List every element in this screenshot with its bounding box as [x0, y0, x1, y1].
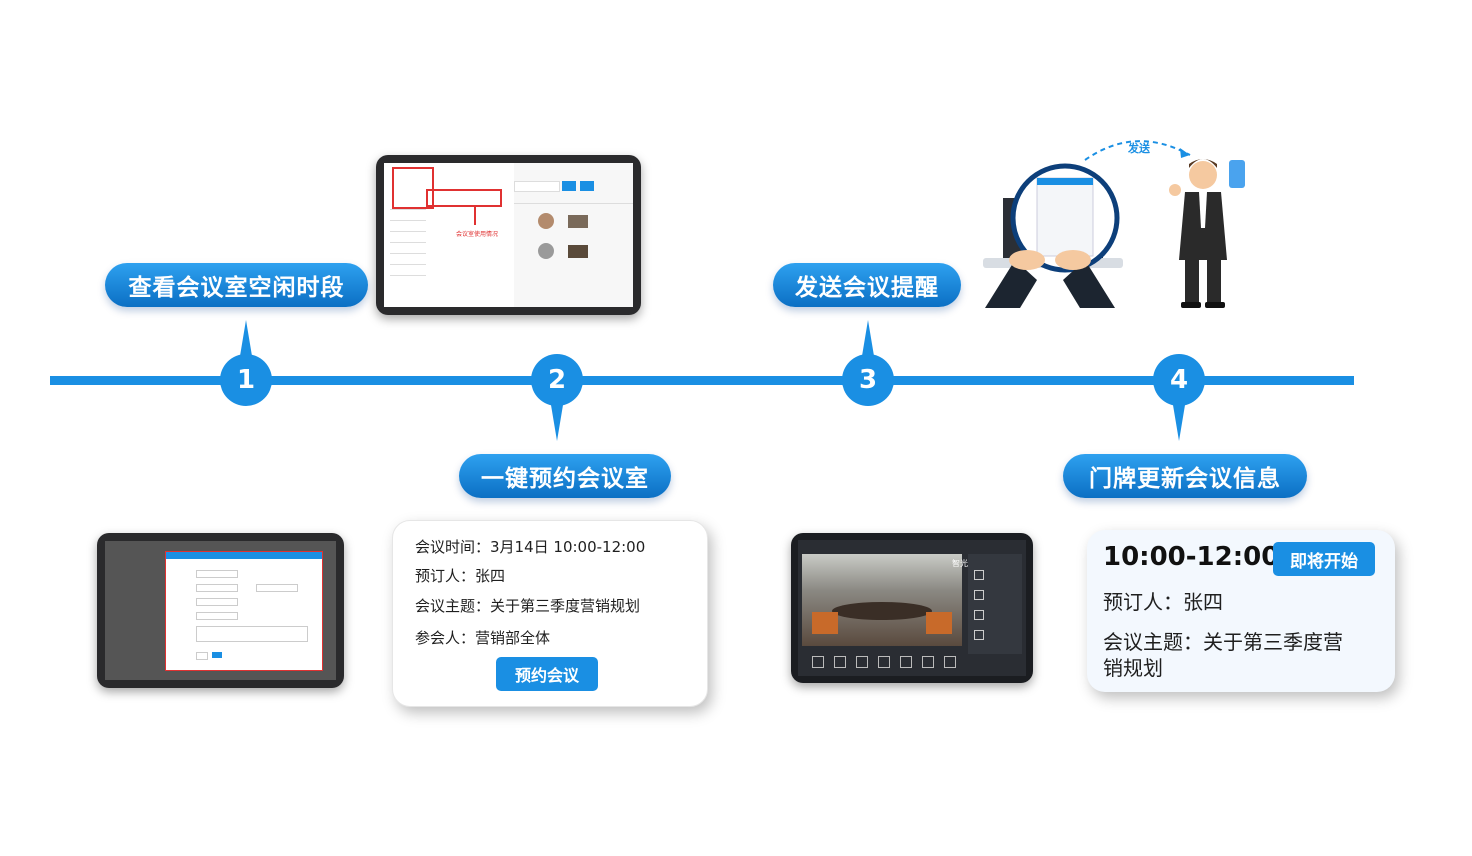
door-sign-subject-line1: 会议主题：关于第三季度营 — [1103, 630, 1343, 654]
right-sleeve — [1063, 260, 1115, 308]
send-arrow — [1084, 140, 1191, 161]
man-leg-left — [1185, 260, 1199, 302]
usage-annotation: 会议室使用情况 — [456, 231, 499, 238]
control-icon[interactable] — [974, 570, 984, 580]
dialog-field[interactable] — [196, 612, 238, 620]
booking-card: 会议时间：3月14日 10:00-12:00 预订人：张四 会议主题：关于第三季… — [392, 520, 708, 707]
room-thumbnail — [568, 245, 588, 258]
control-icon[interactable] — [974, 630, 984, 640]
control-icon[interactable] — [856, 656, 868, 668]
magnified-form — [1036, 177, 1094, 257]
new-button[interactable] — [580, 181, 594, 191]
dialog-header — [166, 552, 322, 559]
room-panel-title: 智光 — [952, 559, 968, 568]
send-label: 发送 — [1128, 142, 1150, 155]
man-head — [1189, 161, 1217, 189]
chairs-left — [812, 612, 838, 634]
step-4-number: 4 — [1169, 365, 1189, 395]
avatar — [538, 243, 554, 259]
availability-tablet: 会议室使用情况 — [376, 155, 641, 315]
control-icon[interactable] — [878, 656, 890, 668]
booking-dialog — [165, 551, 323, 671]
control-icon[interactable] — [974, 590, 984, 600]
dialog-field[interactable] — [256, 584, 298, 592]
step-4-node: 4 — [1153, 354, 1205, 406]
control-icon[interactable] — [974, 610, 984, 620]
booking-subject: 会议主题：关于第三季度营销规划 — [415, 597, 641, 615]
timeline-line — [50, 376, 1354, 385]
date-list-panel — [384, 163, 514, 307]
date-list — [390, 203, 426, 303]
form-header — [1037, 178, 1093, 185]
step-4-pointer — [1173, 405, 1185, 441]
control-icon[interactable] — [812, 656, 824, 668]
booking-screen — [105, 541, 336, 680]
control-icon[interactable] — [944, 656, 956, 668]
step-2-number: 2 — [547, 365, 567, 395]
availability-screen: 会议室使用情况 — [384, 163, 633, 307]
usage-highlight-box — [426, 189, 502, 207]
step-3-node: 3 — [842, 354, 894, 406]
dialog-textarea[interactable] — [196, 626, 308, 642]
room-control-tablet: 智光 — [791, 533, 1033, 683]
booking-time: 会议时间：3月14日 10:00-12:00 — [415, 538, 646, 556]
step-2-node: 2 — [531, 354, 583, 406]
man-thumb — [1169, 184, 1181, 196]
step-1-node: 1 — [220, 354, 272, 406]
search-button[interactable] — [562, 181, 576, 191]
annotation-arrow — [474, 205, 476, 225]
dialog-field[interactable] — [196, 570, 238, 578]
search-input[interactable] — [514, 181, 560, 192]
avatar — [538, 213, 554, 229]
table-header-divider — [514, 203, 633, 204]
door-sign-booker: 预订人：张四 — [1103, 590, 1223, 614]
dialog-cancel-button[interactable] — [196, 652, 208, 660]
man-shoe-left — [1181, 302, 1201, 308]
door-sign-subject-line2: 销规划 — [1103, 656, 1163, 680]
room-control-screen: 智光 — [798, 540, 1026, 676]
step-1-number: 1 — [236, 365, 256, 395]
step-3-label: 发送会议提醒 — [773, 263, 961, 307]
conference-table — [832, 602, 932, 620]
book-meeting-button[interactable]: 预约会议 — [496, 657, 598, 691]
step-2-label: 一键预约会议室 — [459, 454, 671, 498]
left-sleeve — [985, 260, 1037, 308]
door-sign-time: 10:00-12:00 — [1103, 542, 1280, 572]
side-controls — [968, 554, 1022, 654]
room-thumbnail — [568, 215, 588, 228]
man-shirt — [1199, 192, 1207, 228]
date-highlight-box — [392, 167, 434, 209]
step-1-label: 查看会议室空闲时段 — [105, 263, 368, 307]
control-icon[interactable] — [900, 656, 912, 668]
man-leg-right — [1207, 260, 1221, 302]
step-2-pointer — [551, 405, 563, 441]
door-sign-card: 10:00-12:00 即将开始 预订人：张四 会议主题：关于第三季度营 销规划 — [1087, 530, 1395, 692]
status-badge: 即将开始 — [1273, 542, 1375, 576]
send-reminder-illustration — [983, 140, 1245, 308]
chairs-right — [926, 612, 952, 634]
booking-booker: 预订人：张四 — [415, 567, 506, 585]
control-icon[interactable] — [834, 656, 846, 668]
control-icon[interactable] — [922, 656, 934, 668]
dialog-field[interactable] — [196, 584, 238, 592]
dialog-field[interactable] — [196, 598, 238, 606]
right-hand — [1055, 250, 1091, 270]
bottom-control-bar — [802, 652, 1022, 672]
step-3-pointer — [862, 320, 874, 356]
meeting-room-photo — [802, 554, 962, 646]
dialog-confirm-button[interactable] — [212, 652, 222, 658]
step-4-label: 门牌更新会议信息 — [1063, 454, 1307, 498]
left-hand — [1009, 250, 1045, 270]
send-arrow-head — [1180, 148, 1190, 158]
step-1-pointer — [240, 320, 252, 356]
man-shoe-right — [1205, 302, 1225, 308]
step-3-number: 3 — [858, 365, 878, 395]
booking-tablet — [97, 533, 344, 688]
booking-attendees: 参会人：营销部全体 — [415, 629, 551, 647]
phone-icon — [1229, 160, 1245, 188]
man-hair — [1189, 159, 1217, 168]
